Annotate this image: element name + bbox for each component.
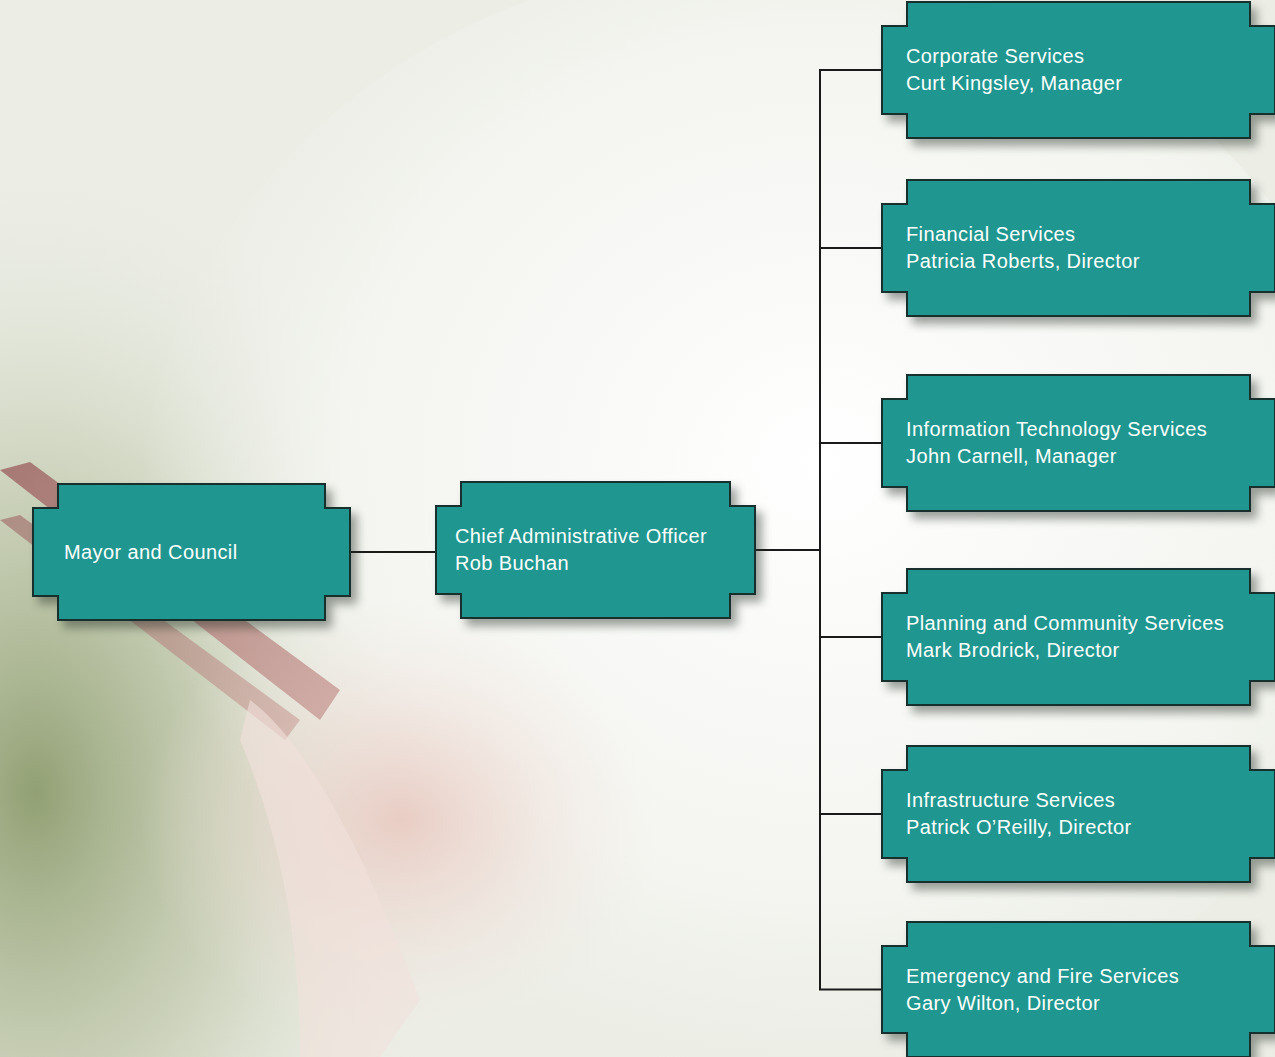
- org-connector: [755, 443, 882, 550]
- box-title: Emergency and Fire Services: [906, 963, 1267, 990]
- department-box: Infrastructure ServicesPatrick O’Reilly,…: [882, 746, 1275, 882]
- box-content: Mayor and Council: [33, 484, 350, 620]
- box-person: Patricia Roberts, Director: [906, 248, 1267, 275]
- notched-box-outline: [882, 569, 1275, 705]
- box-title: Planning and Community Services: [906, 610, 1267, 637]
- department-box: Information Technology ServicesJohn Carn…: [882, 375, 1275, 511]
- org-connector: [755, 550, 882, 990]
- box-title: Corporate Services: [906, 43, 1267, 70]
- notched-box-outline: [882, 746, 1275, 882]
- notched-box-outline: [882, 2, 1275, 138]
- notched-box-outline: [882, 922, 1275, 1057]
- box-title: Chief Administrative Officer: [455, 523, 747, 550]
- notched-box-outline: [436, 482, 755, 618]
- department-box: Emergency and Fire ServicesGary Wilton, …: [882, 922, 1275, 1057]
- box-content: Chief Administrative OfficerRob Buchan: [436, 482, 755, 618]
- box-person: Mark Brodrick, Director: [906, 637, 1267, 664]
- box-content: Corporate ServicesCurt Kingsley, Manager: [882, 2, 1275, 138]
- box-content: Planning and Community ServicesMark Brod…: [882, 569, 1275, 705]
- box-content: Emergency and Fire ServicesGary Wilton, …: [882, 922, 1275, 1057]
- box-title: Information Technology Services: [906, 416, 1267, 443]
- box-content: Financial ServicesPatricia Roberts, Dire…: [882, 180, 1275, 316]
- box-content: Infrastructure ServicesPatrick O’Reilly,…: [882, 746, 1275, 882]
- org-connector: [755, 70, 882, 550]
- box-title: Financial Services: [906, 221, 1267, 248]
- box-title: Infrastructure Services: [906, 787, 1267, 814]
- box-content: Information Technology ServicesJohn Carn…: [882, 375, 1275, 511]
- org-connector: [350, 551, 436, 553]
- cao-box: Chief Administrative OfficerRob Buchan: [436, 482, 755, 618]
- department-box: Financial ServicesPatricia Roberts, Dire…: [882, 180, 1275, 316]
- box-person: Patrick O’Reilly, Director: [906, 814, 1267, 841]
- box-person: Curt Kingsley, Manager: [906, 70, 1267, 97]
- org-connector: [755, 550, 882, 814]
- box-person: John Carnell, Manager: [906, 443, 1267, 470]
- notched-box-outline: [882, 375, 1275, 511]
- org-connector: [755, 550, 882, 637]
- box-person: Gary Wilton, Director: [906, 990, 1267, 1017]
- box-title: Mayor and Council: [64, 539, 342, 566]
- org-connector: [755, 248, 882, 550]
- council-box: Mayor and Council: [33, 484, 350, 620]
- department-box: Planning and Community ServicesMark Brod…: [882, 569, 1275, 705]
- department-box: Corporate ServicesCurt Kingsley, Manager: [882, 2, 1275, 138]
- box-person: Rob Buchan: [455, 550, 747, 577]
- notched-box-outline: [882, 180, 1275, 316]
